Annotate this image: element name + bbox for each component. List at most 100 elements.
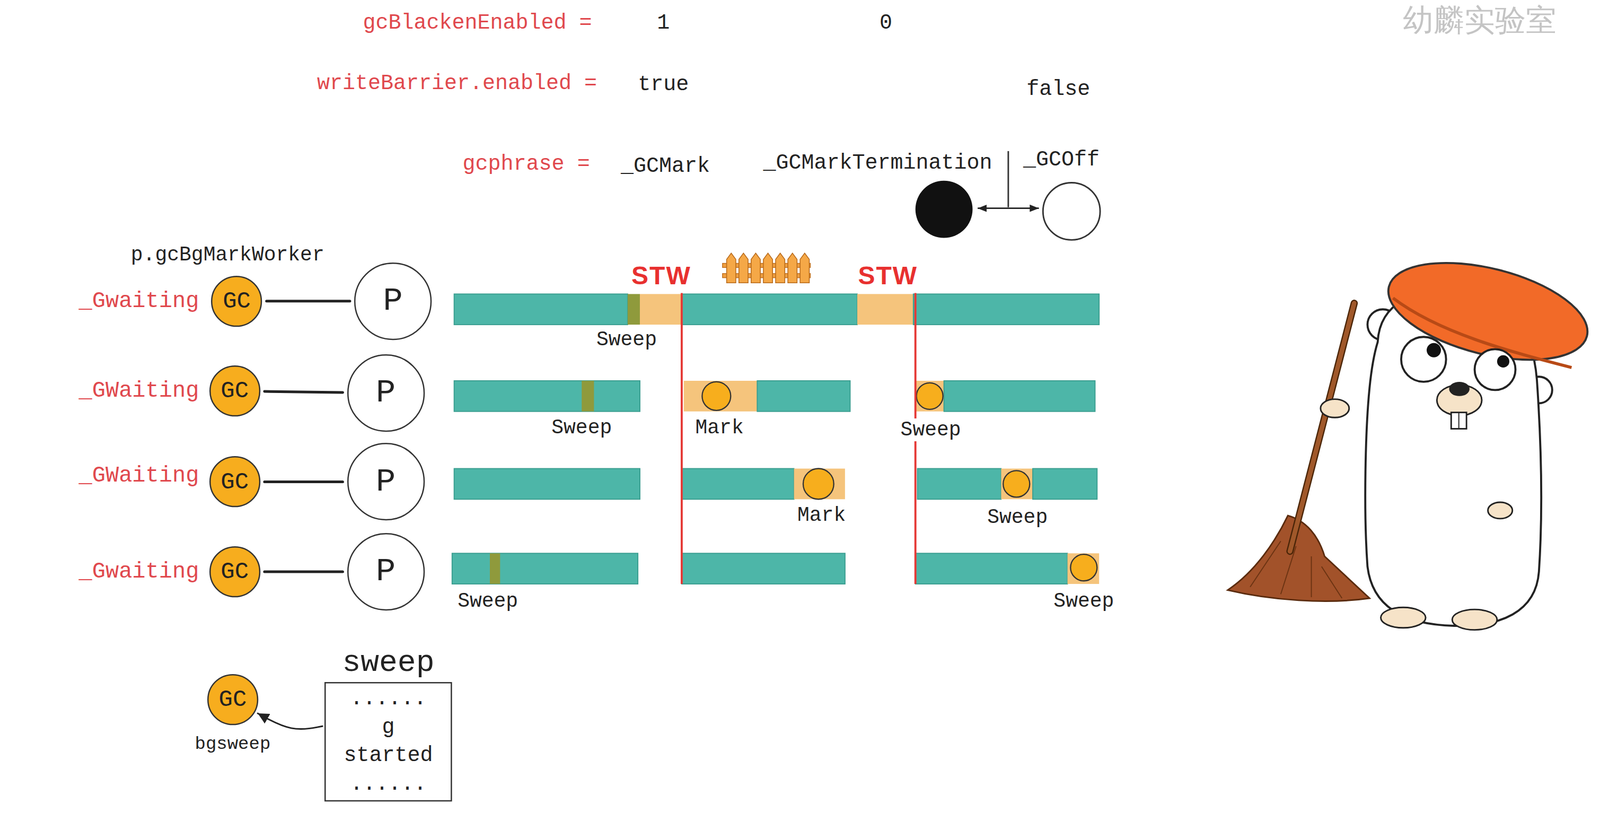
processor-circle: P bbox=[354, 262, 432, 340]
bgsweep-arrow bbox=[257, 713, 323, 729]
circle-shape bbox=[347, 533, 425, 610]
timeline-bar bbox=[913, 293, 1100, 325]
phase-label: Sweep bbox=[594, 328, 659, 352]
timeline-bar bbox=[757, 380, 850, 412]
processor-circle: P bbox=[347, 354, 425, 432]
gc-worker-dot bbox=[701, 381, 731, 411]
variable-value: 1 bbox=[656, 11, 670, 36]
gopher-foot bbox=[1380, 607, 1426, 628]
phase-divider bbox=[1007, 151, 1009, 208]
black-object bbox=[915, 180, 973, 239]
timeline-bar bbox=[681, 293, 858, 325]
gopher-paw bbox=[1320, 399, 1350, 418]
gc-slice bbox=[1067, 552, 1100, 584]
stw-line bbox=[680, 292, 683, 584]
timeline-bar bbox=[681, 468, 795, 500]
fence-picket bbox=[726, 252, 736, 283]
gc-p-link bbox=[266, 299, 350, 303]
variable-value: false bbox=[1026, 77, 1090, 102]
gc-worker-circle: GC bbox=[209, 546, 261, 597]
phase-label: Sweep bbox=[898, 418, 964, 442]
variable-name: writeBarrier.enabled = bbox=[317, 71, 597, 96]
box-shape bbox=[324, 682, 452, 801]
fence-picket bbox=[787, 252, 797, 283]
gc-worker-dot bbox=[1070, 554, 1097, 581]
processor-name: P bbox=[375, 465, 396, 499]
gc-p-link bbox=[264, 480, 344, 483]
sweep-list-box: sweep......gstarted...... bbox=[324, 681, 453, 802]
list-item: g bbox=[381, 715, 395, 740]
circle-shape bbox=[212, 276, 262, 327]
gc-worker-dot bbox=[803, 468, 834, 500]
timeline-bar bbox=[452, 552, 638, 584]
sweep-mark bbox=[581, 380, 594, 412]
timeline-bar bbox=[917, 468, 1002, 500]
gopher-paw bbox=[1488, 502, 1513, 519]
circle-shape bbox=[207, 674, 258, 725]
gc-worker-dot bbox=[1003, 470, 1030, 497]
goroutine-name: GC bbox=[222, 289, 251, 313]
gc-slice bbox=[639, 293, 682, 325]
fence-picket bbox=[739, 252, 749, 283]
gopher-foot bbox=[1452, 609, 1498, 630]
list-item: ...... bbox=[349, 772, 427, 796]
timeline-bar bbox=[915, 552, 1068, 584]
processor-circle: P bbox=[347, 442, 425, 521]
stw-marker: STW bbox=[631, 260, 692, 290]
broom-stick bbox=[1289, 303, 1355, 552]
goroutine-state: _Gwaiting bbox=[78, 558, 200, 585]
gc-slice bbox=[683, 380, 758, 412]
circle-shape bbox=[209, 365, 260, 416]
gopher-eye bbox=[1474, 348, 1516, 390]
sweep-mark bbox=[627, 293, 640, 325]
goroutine-state: _Gwaiting bbox=[78, 288, 200, 314]
variable-name: gcphrase = bbox=[462, 152, 591, 177]
variable-value: true bbox=[637, 72, 689, 98]
phase-name: _GCOff bbox=[1023, 147, 1100, 173]
list-item: ...... bbox=[349, 687, 427, 711]
phase-label: Sweep bbox=[985, 505, 1050, 530]
broom-texture bbox=[1250, 540, 1342, 599]
gc-slice bbox=[915, 380, 945, 412]
fence-icon bbox=[722, 252, 811, 283]
processor-name: P bbox=[383, 284, 403, 318]
circle-shape bbox=[209, 546, 260, 597]
fence-picket bbox=[751, 252, 761, 283]
gopher-eye bbox=[1401, 336, 1447, 382]
gopher-pupil bbox=[1497, 355, 1510, 368]
stw-marker: STW bbox=[857, 260, 918, 290]
list-item: started bbox=[343, 743, 433, 768]
gc-p-link bbox=[264, 391, 344, 393]
gopher-illustration bbox=[1227, 244, 1598, 630]
gc-slice bbox=[794, 468, 846, 500]
gc-worker-circle: GC bbox=[209, 365, 261, 417]
gopher-nose bbox=[1448, 381, 1470, 397]
color-swap-arrow bbox=[977, 207, 1039, 209]
timeline-bar bbox=[454, 468, 640, 500]
phase-label: Sweep bbox=[1051, 589, 1116, 613]
processor-name: P bbox=[375, 376, 396, 410]
box-heading: sweep bbox=[341, 645, 435, 680]
timeline-bar bbox=[1032, 468, 1097, 500]
gopher-teeth bbox=[1451, 412, 1467, 429]
phase-label: Mark bbox=[795, 503, 848, 527]
goroutine-name: GC bbox=[218, 687, 247, 711]
phase-name: _GCMarkTermination bbox=[762, 151, 992, 176]
gopher-pupil bbox=[1426, 343, 1441, 358]
goroutine-caption: bgsweep bbox=[194, 734, 271, 754]
sweep-mark bbox=[489, 552, 500, 584]
fence-picket bbox=[763, 252, 773, 283]
worker-label: p.gcBgMarkWorker bbox=[130, 243, 325, 267]
circle-shape bbox=[354, 262, 432, 340]
goroutine-name: GC bbox=[220, 379, 249, 403]
broom-stick-outline bbox=[1289, 303, 1355, 552]
gc-worker-circle: GC bbox=[209, 455, 261, 507]
goroutine-name: GC bbox=[220, 470, 249, 494]
timeline-bar bbox=[454, 293, 628, 325]
bgsweep-circle: GCbgsweep bbox=[207, 673, 259, 725]
processor-circle: P bbox=[347, 532, 425, 611]
variable-name: gcBlackenEnabled = bbox=[362, 11, 592, 36]
goroutine-state: _GWaiting bbox=[78, 462, 200, 489]
white-object bbox=[1042, 182, 1101, 241]
